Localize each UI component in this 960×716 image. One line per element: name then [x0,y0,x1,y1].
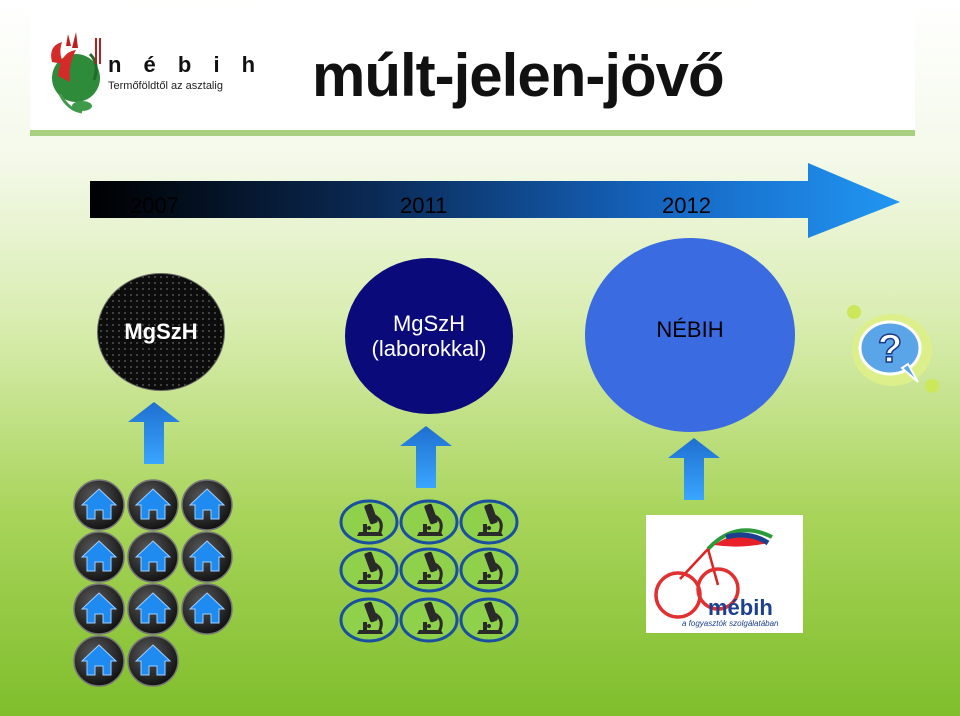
house-icon [126,634,180,688]
house-icon [72,478,126,532]
stage-circle-mgszh: MgSzH [97,273,225,391]
up-arrow-icon [668,438,720,500]
microscope-icon [399,498,459,546]
stage-label-nebih: NÉBIH [656,317,724,342]
house-icon [72,582,126,636]
stage-circle-nebih: NÉBIH [585,238,795,432]
microscope-icon [339,498,399,546]
up-arrow-icon [128,402,180,464]
house-icon [126,478,180,532]
nebih-logo-mark-icon [51,32,101,114]
svg-text:?: ? [878,327,902,371]
timeline-arrow [90,163,900,238]
house-icon [126,582,180,636]
microscope-icon [459,498,519,546]
page-title: múlt-jelen-jövő [312,42,725,109]
house-icon [180,478,234,532]
microscope-icon [399,596,459,644]
house-icon [126,530,180,584]
stage-label-line2: (laborokkal) [371,336,487,361]
year-2012: 2012 [662,193,711,218]
house-icon [180,582,234,636]
logo-tagline: Termőföldtől az asztalig [108,80,223,92]
mebih-name: mébih [708,595,773,620]
microscope-icon [399,546,459,594]
header-banner [30,12,915,136]
house-icon [72,530,126,584]
question-bubble-icon: ? [847,305,939,393]
microscope-icon [459,596,519,644]
year-2011: 2011 [400,193,448,218]
cherry-icon [654,528,773,619]
mebih-tagline: a fogyasztók szolgálatában [682,619,779,628]
stage-label-mgszh: MgSzH [124,319,198,344]
microscope-icon [339,546,399,594]
year-2007: 2007 [130,193,179,218]
house-icon [180,530,234,584]
stage-label-mgszh-labs: MgSzH (laborokkal) [372,311,487,362]
up-arrow-icon [400,426,452,488]
microscope-icon [459,546,519,594]
mebih-logo: mébih a fogyasztók szolgálatában [646,515,803,633]
house-icon [72,634,126,688]
logo-name: n é b i h [108,52,264,77]
microscope-icon [339,596,399,644]
stage-circle-mgszh-labs: MgSzH (laborokkal) [345,258,513,414]
stage-label-line1: MgSzH [392,310,466,336]
